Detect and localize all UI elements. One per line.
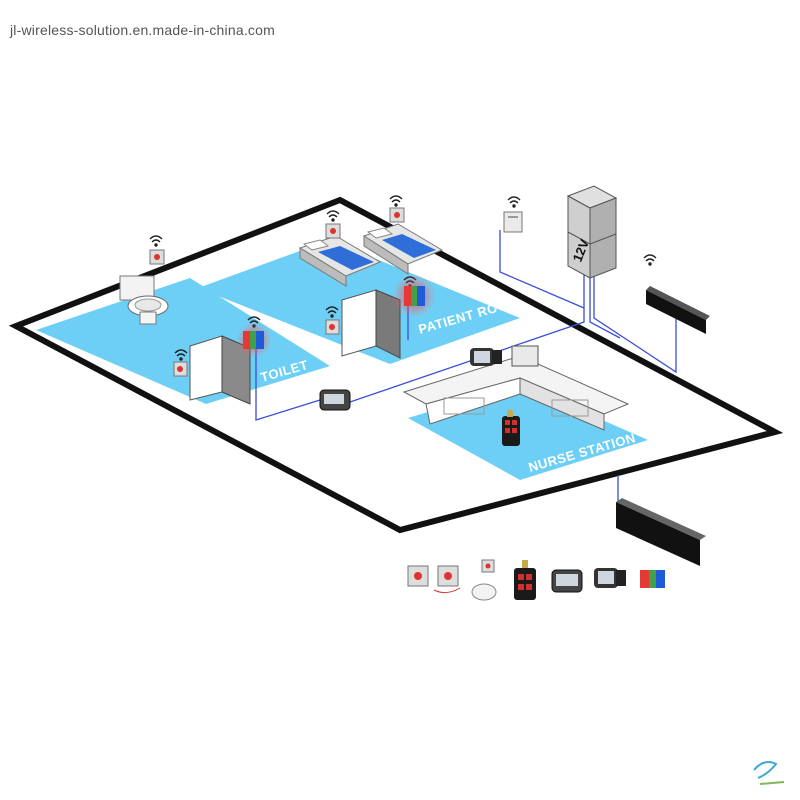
call-button-icon <box>389 207 405 223</box>
display-board-icon <box>616 498 706 566</box>
wifi-icon <box>325 306 339 318</box>
watermark-text: jl-wireless-solution.en.made-in-china.co… <box>10 22 275 38</box>
call-button-icon <box>149 249 165 265</box>
brand-logo <box>753 761 785 785</box>
reception-counter <box>402 345 630 431</box>
patient-room-door <box>341 289 401 359</box>
toilet-icon <box>119 275 169 325</box>
wireless-receiver-icon <box>551 569 583 593</box>
call-button-icon <box>407 565 429 587</box>
call-button-icon <box>325 223 341 239</box>
pager-icon <box>514 560 536 600</box>
wifi-icon <box>326 210 340 222</box>
wifi-icon <box>507 196 521 208</box>
watch-icon <box>594 568 626 588</box>
wireless-receiver-icon <box>319 389 351 411</box>
watch-icon <box>470 348 502 366</box>
call-button-icon <box>471 559 497 601</box>
display-board-icon <box>646 286 710 334</box>
dome-light-icon <box>640 570 665 588</box>
wifi-icon <box>389 195 403 207</box>
bed-icon <box>362 223 444 275</box>
wifi-icon <box>174 349 188 361</box>
call-button-icon <box>173 361 188 377</box>
call-button-icon <box>433 565 461 594</box>
dome-light-icon <box>236 322 272 358</box>
power-supply-icon <box>566 185 618 279</box>
wifi-icon <box>643 254 657 266</box>
toilet-wall <box>189 335 251 405</box>
pager-icon <box>502 410 520 446</box>
wifi-icon <box>149 235 163 247</box>
wireless-receiver-icon <box>503 211 523 233</box>
dome-light-icon <box>392 274 436 318</box>
bed-icon <box>298 235 382 287</box>
product-lineup <box>407 559 665 601</box>
call-button-icon <box>325 319 340 335</box>
